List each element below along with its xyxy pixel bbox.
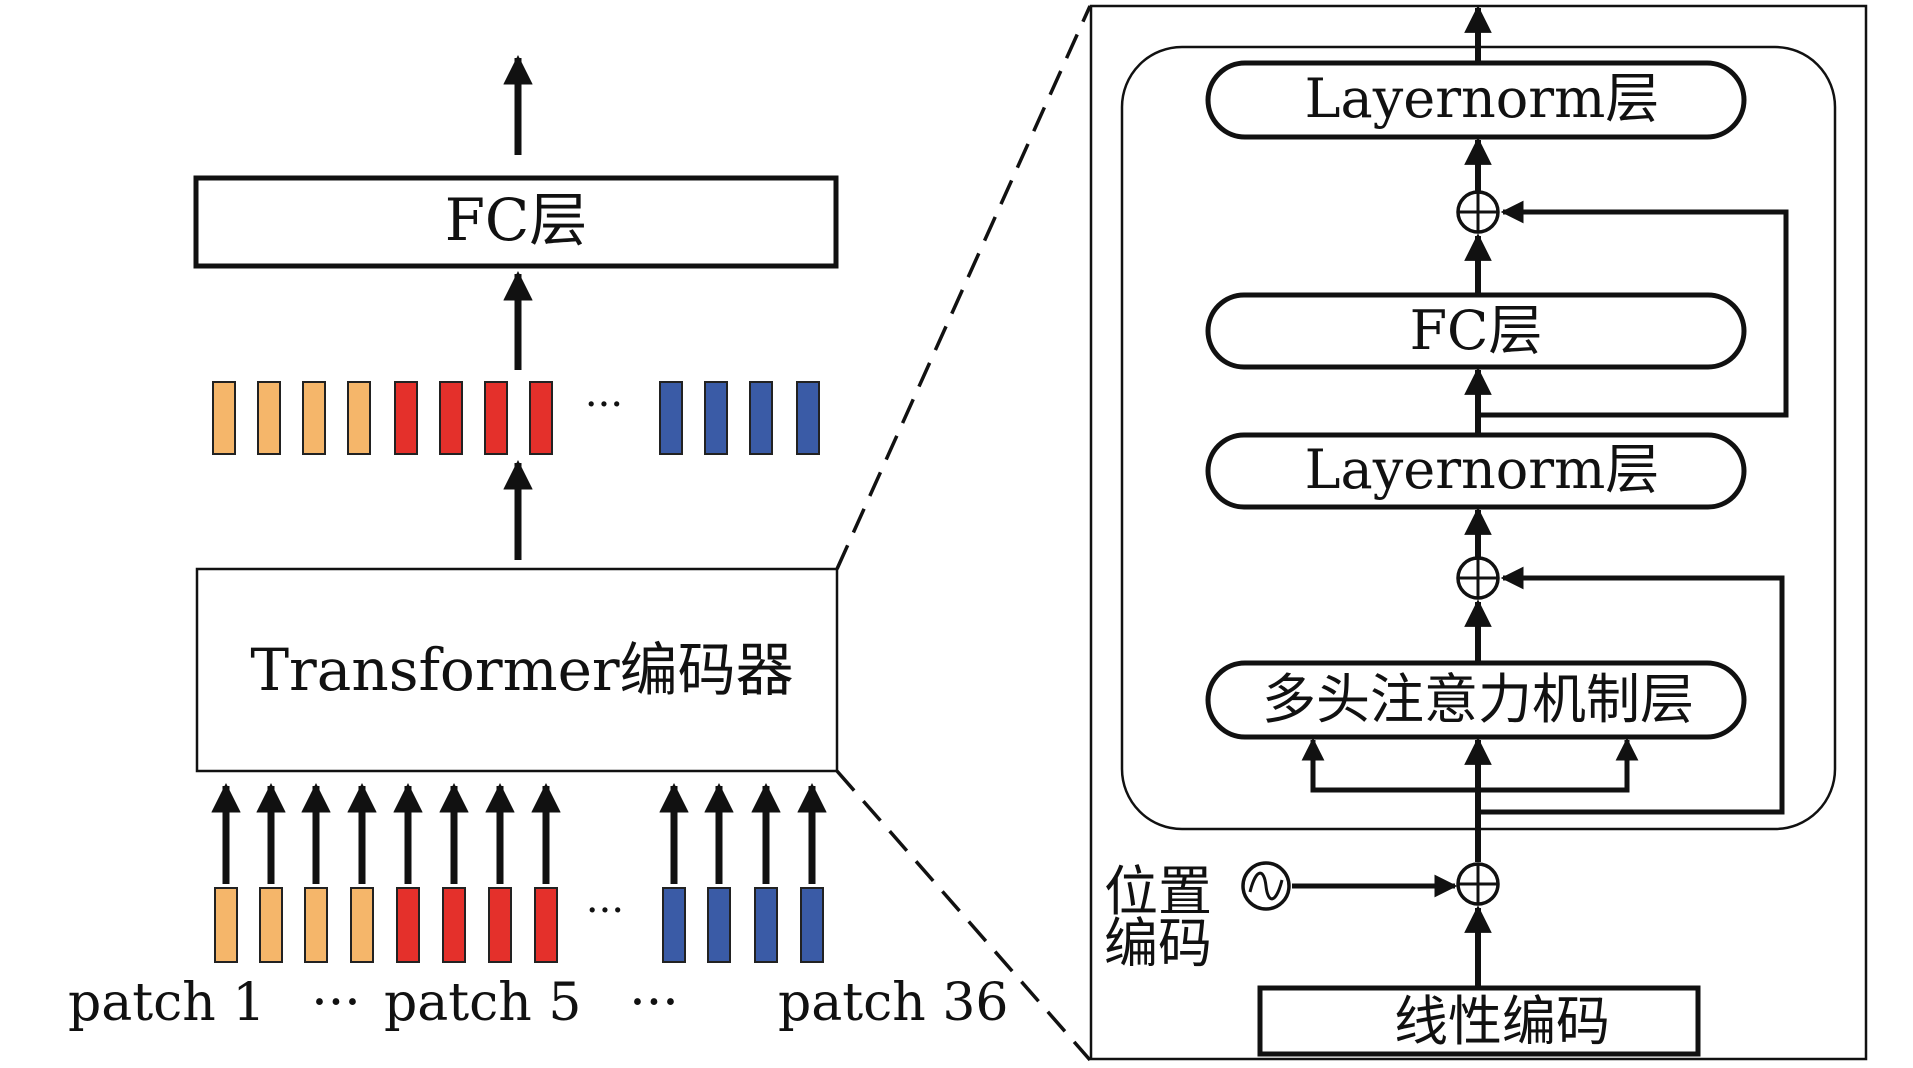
output-token <box>212 381 236 455</box>
patch-label-ellipsis-1: ··· <box>311 973 361 1033</box>
output-token <box>484 381 508 455</box>
right-panel: Layernorm层 FC层 Layernorm层 多头注意力机制层 <box>1089 4 1868 1061</box>
top-layernorm-label: Layernorm层 <box>1305 67 1660 130</box>
patch-label-1: patch 1 <box>68 973 265 1033</box>
input-patch <box>304 887 328 963</box>
right-fc-label: FC层 <box>1410 299 1543 362</box>
left-panel: FC层 ··· Transformer编码器 <box>68 55 1009 1033</box>
output-token <box>302 381 326 455</box>
top-residual-path <box>1478 200 1789 418</box>
encoder-label: Transformer编码器 <box>250 636 793 704</box>
input-patch <box>662 887 686 963</box>
input-arrows <box>211 783 827 884</box>
zoom-line-bottom <box>835 769 1092 1062</box>
output-token <box>749 381 773 455</box>
input-patch <box>442 887 466 963</box>
encoder-box <box>195 567 839 773</box>
output-row-ellipsis: ··· <box>585 382 623 428</box>
output-token <box>529 381 553 455</box>
position-label-line1: 位置 <box>1104 860 1212 923</box>
input-patch <box>259 887 283 963</box>
patch-label-ellipsis-2: ··· <box>629 973 679 1033</box>
input-patch-row: ··· <box>214 887 824 963</box>
output-token <box>659 381 683 455</box>
left-fc-label: FC层 <box>445 186 588 254</box>
left-fc-box <box>193 175 839 269</box>
position-label-line2: 编码 <box>1104 912 1212 975</box>
output-token <box>439 381 463 455</box>
output-token <box>704 381 728 455</box>
attention-box <box>1205 660 1747 740</box>
input-patch <box>350 887 374 963</box>
input-patch <box>534 887 558 963</box>
input-patch <box>754 887 778 963</box>
attention-label: 多头注意力机制层 <box>1262 668 1694 731</box>
top-layernorm-box <box>1205 60 1747 140</box>
input-patch <box>707 887 731 963</box>
patch-label-5: patch 5 <box>384 973 581 1033</box>
output-token <box>394 381 418 455</box>
output-token <box>257 381 281 455</box>
zoom-line-top <box>835 5 1092 570</box>
linear-encoding-label: 线性编码 <box>1394 990 1610 1053</box>
mid-layernorm-label: Layernorm层 <box>1305 438 1660 501</box>
key-arrow <box>1478 737 1639 793</box>
input-patch <box>488 887 512 963</box>
right-fc-box <box>1205 292 1747 370</box>
linear-encoding-box <box>1257 985 1701 1057</box>
bottom-residual-path <box>1478 566 1785 815</box>
patch-label-36: patch 36 <box>778 973 1009 1033</box>
input-row-ellipsis: ··· <box>586 888 624 934</box>
query-arrow <box>1301 737 1478 793</box>
output-token-row: ··· <box>212 381 820 455</box>
input-patch <box>396 887 420 963</box>
mid-layernorm-box <box>1205 432 1747 510</box>
input-patch <box>214 887 238 963</box>
output-token <box>796 381 820 455</box>
output-token <box>347 381 371 455</box>
sine-wave-icon-curve <box>1248 871 1284 901</box>
input-patch <box>800 887 824 963</box>
